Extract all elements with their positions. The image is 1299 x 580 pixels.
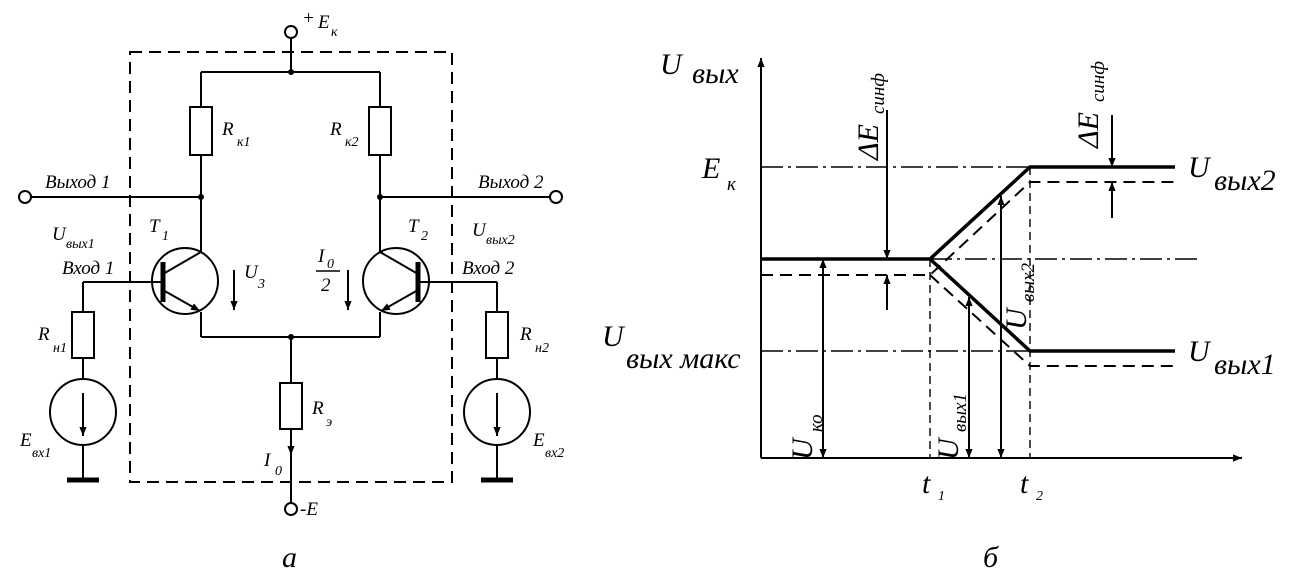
re-sub: э (326, 415, 332, 430)
uout1-name: U (52, 224, 67, 245)
output2-terminal (549, 190, 563, 204)
uout-max-name: U (602, 320, 626, 353)
i0-frac-num: I (317, 246, 326, 267)
schematic: + E к R к1 R к2 Выход 1 Выход 2 U вых1 U… (18, 8, 564, 574)
uv1-sub: вых1 (950, 393, 971, 432)
uv2-sub: вых2 (1018, 262, 1039, 302)
rk2-sub: к2 (345, 135, 359, 150)
uout1-sub: вых1 (1214, 348, 1276, 381)
resistor-re (279, 382, 303, 430)
rk1-sub: к1 (237, 135, 251, 150)
u3-sub: 3 (257, 277, 265, 292)
resistor-rk2 (368, 106, 392, 156)
supply-pos-symbol: + (302, 8, 315, 29)
uout1-curve (928, 257, 1175, 353)
output2-label: Выход 2 (478, 172, 544, 193)
rn1-sub: н1 (53, 341, 67, 356)
supply-neg-label: -E (300, 499, 318, 520)
ein2-sub: вх2 (545, 446, 564, 461)
input1-label: Вход 1 (62, 258, 114, 279)
uko-name: U (786, 436, 819, 460)
uout2-sub: вых2 (486, 233, 515, 248)
i0-frac-den: 2 (321, 275, 331, 296)
uout2-shifted-curve (761, 181, 1175, 276)
i0-sub: 0 (275, 464, 282, 479)
caption-b: б (983, 541, 999, 574)
output1-terminal (18, 190, 32, 204)
t2-name: T (408, 216, 420, 237)
ek-sub: к (727, 174, 737, 195)
t1-name: t (922, 467, 931, 500)
y-axis-name: U (660, 48, 684, 81)
supply-pos-name: E (317, 12, 330, 33)
delta-e1-sub: синф (868, 73, 889, 114)
uout2-name: U (472, 220, 487, 241)
delta-e2-name: ΔE (1072, 112, 1105, 149)
ein1-name: E (19, 430, 32, 451)
resistor-rn1 (71, 311, 95, 359)
output1-label: Выход 1 (45, 172, 111, 193)
t2-sub: 2 (1036, 489, 1043, 504)
i0-frac-num-sub: 0 (327, 257, 334, 272)
uout2-curve (761, 165, 1175, 261)
rn2-name: R (519, 324, 532, 345)
re-name: R (311, 398, 324, 419)
delta-e2-sub: синф (1088, 61, 1109, 102)
supply-neg-terminal (284, 502, 298, 516)
input2-label: Вход 2 (462, 258, 515, 279)
t1-sub: 1 (162, 229, 169, 244)
ein1-sub: вх1 (32, 446, 51, 461)
uout1-sub: вых1 (66, 237, 95, 252)
graph: U вых E к U вых макс t 1 t 2 U вых2 U вы… (602, 48, 1276, 574)
rn1-name: R (37, 324, 50, 345)
uv1-name: U (932, 436, 965, 460)
uout2-name: U (1188, 151, 1212, 184)
supply-pos-sub: к (331, 25, 338, 40)
uko-sub: ко (806, 414, 827, 432)
resistor-rn2 (485, 311, 509, 359)
t2-sub: 2 (421, 229, 428, 244)
delta-e1-name: ΔE (852, 124, 885, 161)
ek-name: E (701, 152, 720, 185)
t1-name: T (149, 216, 161, 237)
caption-a: а (282, 541, 297, 574)
uout-max-sub: вых макс (626, 342, 741, 375)
u3-name: U (244, 262, 259, 283)
resistor-rk1 (189, 106, 213, 156)
supply-pos-terminal (284, 25, 298, 39)
ein2-name: E (532, 430, 545, 451)
rk2-name: R (329, 119, 342, 140)
t1-sub: 1 (938, 489, 945, 504)
t2-name: t (1020, 467, 1029, 500)
i0-name: I (263, 450, 272, 471)
uout2-sub: вых2 (1214, 164, 1276, 197)
rk1-name: R (221, 119, 234, 140)
uv2-name: U (1000, 306, 1033, 330)
y-axis-sub: вых (692, 57, 739, 90)
uout1-name: U (1188, 335, 1212, 368)
rn2-sub: н2 (535, 341, 549, 356)
